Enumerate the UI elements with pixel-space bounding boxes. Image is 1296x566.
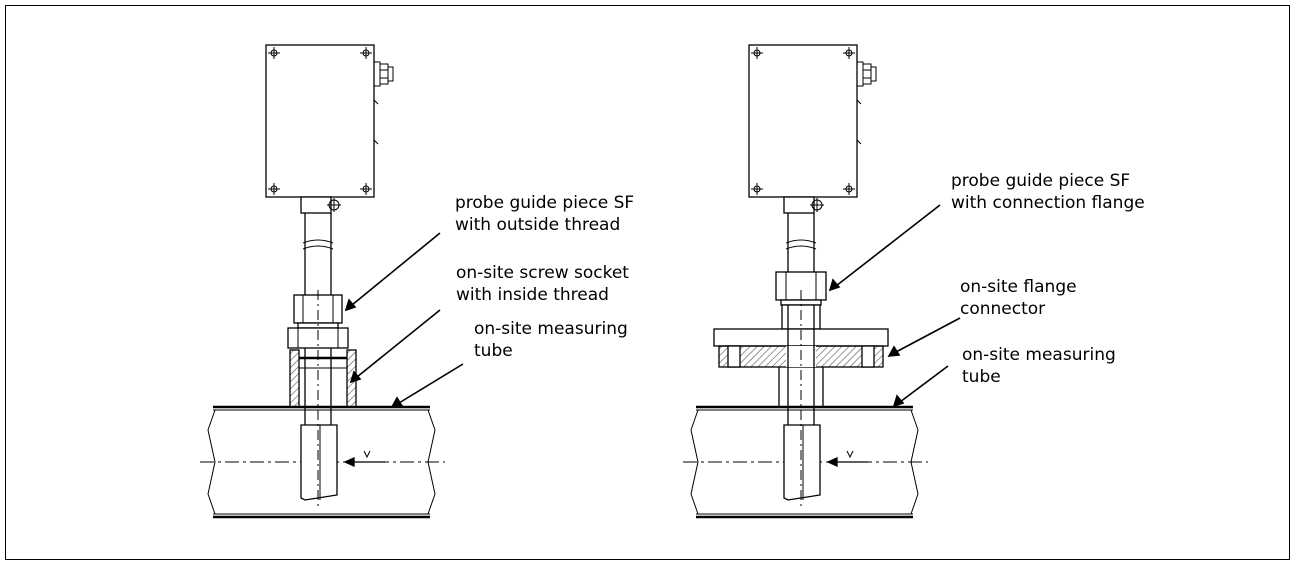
right-guide-piece-label: probe guide piece SF with connection fla…: [951, 170, 1145, 214]
right-flange-leader: [895, 317, 961, 353]
left-guide-piece-line1: probe guide piece SF: [455, 193, 635, 213]
right-junction-box: [748, 44, 862, 198]
left-tube-label: on-site measuring tube: [474, 318, 628, 362]
left-tube-leader: [398, 363, 464, 404]
right-guide-leader: [835, 204, 941, 287]
left-tube-line1: on-site measuring: [474, 319, 628, 339]
right-measuring-tube: [683, 405, 928, 519]
left-socket-leader: [356, 309, 441, 378]
left-socket-label: on-site screw socket with inside thread: [456, 262, 629, 306]
right-guide-piece-line1: probe guide piece SF: [951, 171, 1131, 191]
right-tube-label: on-site measuring tube: [962, 344, 1116, 388]
right-tube-leader: [899, 365, 949, 403]
right-tube-line2: tube: [962, 367, 1001, 387]
left-guide-leader: [351, 232, 441, 306]
figure-frame: [5, 5, 1290, 560]
left-guide-piece-label: probe guide piece SF with outside thread: [455, 192, 634, 236]
left-cable-gland: [373, 61, 394, 87]
left-assembly: [200, 44, 445, 519]
right-flange-label: on-site flange connector: [960, 276, 1077, 320]
left-junction-box: [265, 44, 379, 198]
left-socket-line2: with inside thread: [456, 285, 609, 305]
right-assembly: [683, 44, 928, 519]
right-flange-line2: connector: [960, 299, 1046, 319]
leader-arrows: [344, 204, 961, 408]
right-cable-gland: [856, 61, 877, 87]
right-tube-line1: on-site measuring: [962, 345, 1116, 365]
left-tube-line2: tube: [474, 341, 513, 361]
left-guide-piece-line2: with outside thread: [455, 215, 621, 235]
left-socket-line1: on-site screw socket: [456, 263, 629, 283]
right-flange-line1: on-site flange: [960, 277, 1077, 297]
right-guide-piece-line2: with connection flange: [951, 193, 1145, 213]
